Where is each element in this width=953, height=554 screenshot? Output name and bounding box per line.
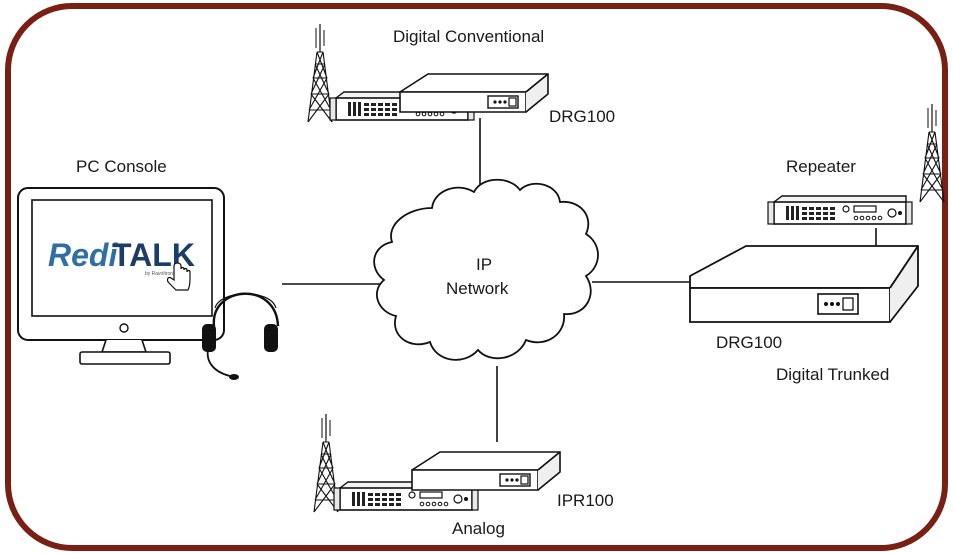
label-repeater: Repeater: [786, 157, 856, 176]
gateway-box-icon: [399, 73, 549, 113]
logo-text-redi: Redi: [48, 237, 118, 273]
label-pc-console: PC Console: [76, 157, 167, 176]
label-drg100-right: DRG100: [716, 333, 782, 352]
monitor-icon: [17, 187, 225, 365]
headset-icon: [202, 292, 280, 380]
hand-cursor-icon: [166, 262, 191, 291]
label-analog: Analog: [452, 519, 505, 538]
network-connections: [282, 118, 877, 442]
logo-byline: by Ravoltronics: [145, 271, 180, 277]
label-drg100-top: DRG100: [549, 107, 615, 126]
cloud-label-network: Network: [446, 279, 509, 298]
cloud-label-ip: IP: [476, 255, 492, 274]
repeater-unit-icon: [767, 195, 913, 225]
label-ipr100: IPR100: [557, 491, 614, 510]
reditalk-logo: Redi TALK by Ravoltronics: [48, 237, 195, 277]
cloud-icon: [373, 178, 599, 361]
gateway-box-icon: [689, 245, 919, 323]
label-digital-trunked: Digital Trunked: [776, 365, 889, 384]
gateway-box-icon: [411, 451, 561, 491]
label-digital-conventional: Digital Conventional: [393, 27, 544, 46]
